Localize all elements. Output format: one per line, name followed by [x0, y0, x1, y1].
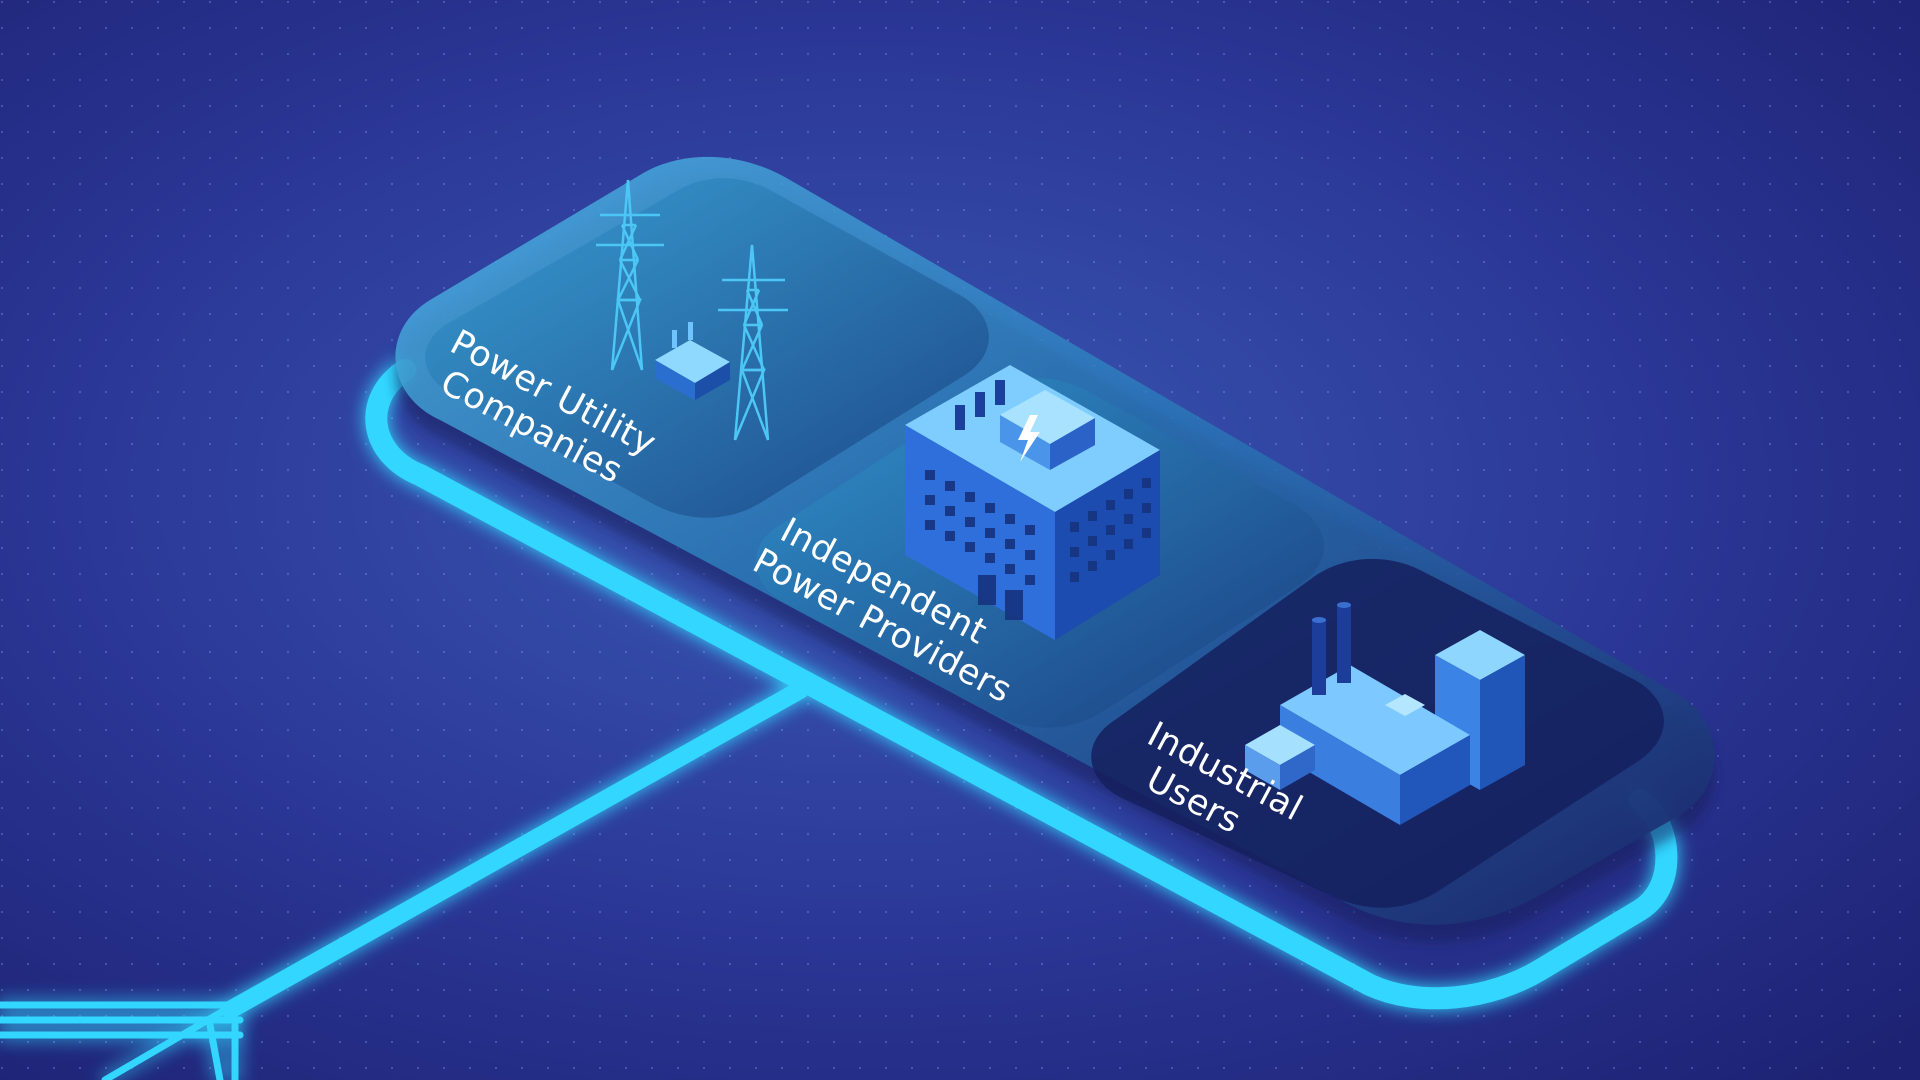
- connection-lines: [0, 359, 1678, 1080]
- branch-line-4: [101, 1006, 229, 1080]
- substation-icon: [655, 322, 730, 400]
- power-provider-building-icon: [905, 365, 1160, 640]
- zone-power-utility: [425, 178, 989, 518]
- lightning-bolt-icon: [1018, 415, 1040, 462]
- factory-icon: [1245, 602, 1525, 825]
- main-feed-line: [221, 681, 809, 1019]
- transmission-tower-right-icon: [718, 244, 788, 441]
- transmission-tower-left-icon: [596, 179, 664, 371]
- branch-line-5: [206, 1021, 224, 1080]
- platform-outline-glow: [365, 359, 1678, 1010]
